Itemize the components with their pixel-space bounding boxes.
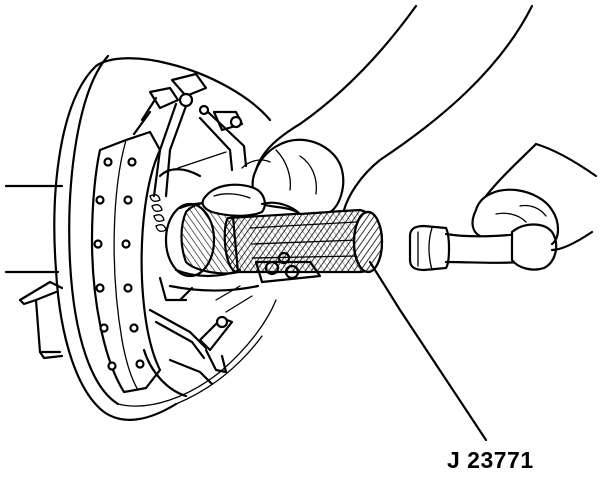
brake-shoe (90, 130, 162, 394)
hammer-with-hand (408, 142, 598, 272)
tool-number-label: J 23771 (447, 447, 534, 473)
tool-body (180, 200, 384, 275)
axle-shaft (4, 184, 64, 274)
lower-hardware (142, 285, 253, 398)
callout-leader (368, 260, 488, 442)
holding-hand (201, 4, 534, 217)
upper-hardware (132, 72, 248, 232)
backing-plate (53, 54, 277, 421)
mounting-bracket (18, 280, 64, 360)
